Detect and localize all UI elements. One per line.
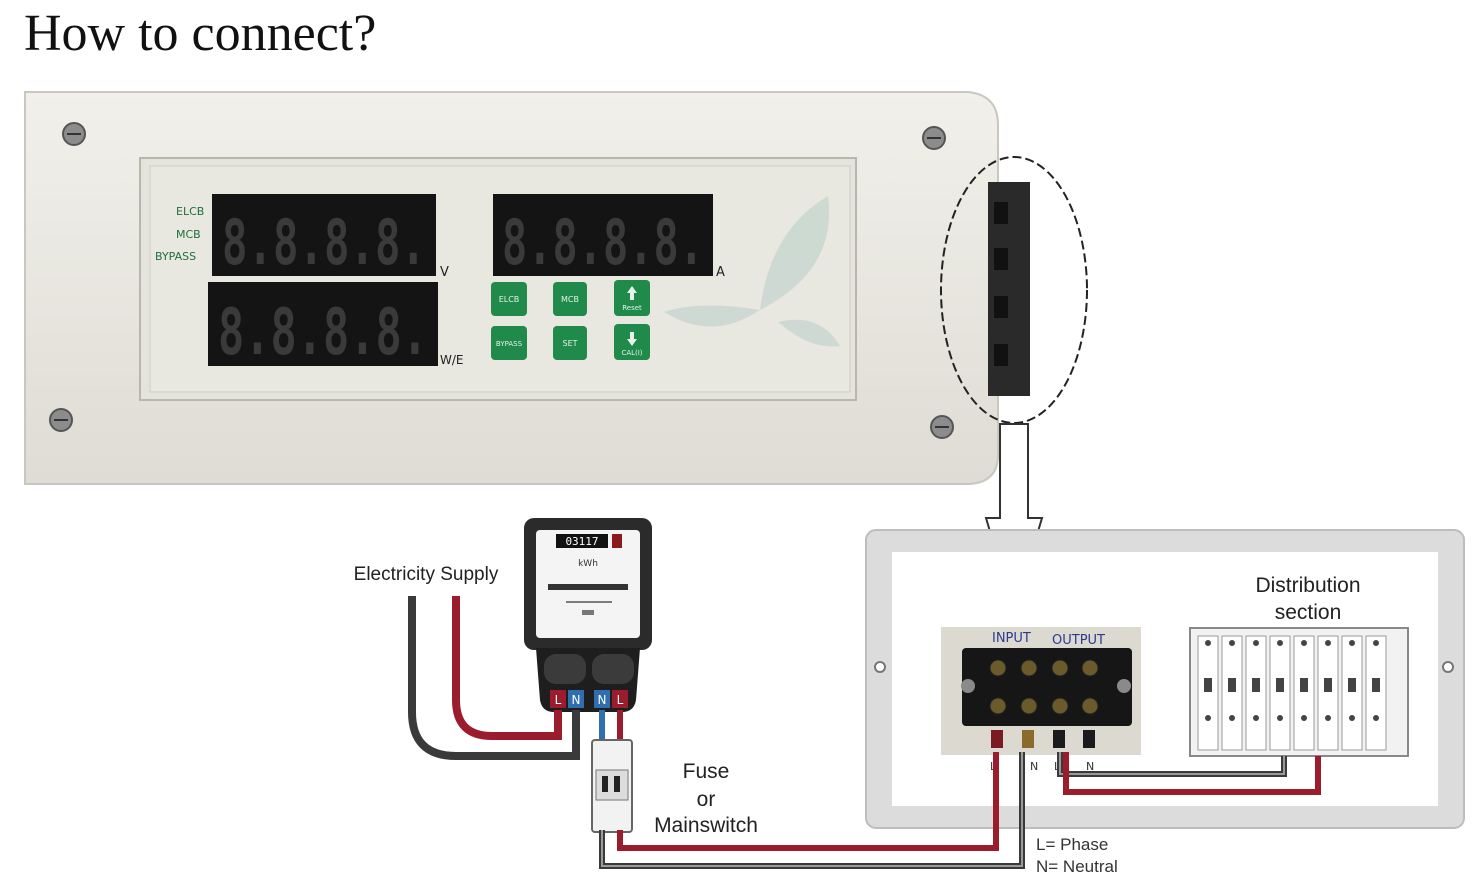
svg-text:Reset: Reset (622, 304, 642, 312)
arrow-up-icon (627, 286, 637, 300)
arrow-down-icon (627, 332, 637, 346)
meter-unit: kWh (578, 559, 598, 569)
mcb-button[interactable]: MCB (553, 282, 587, 316)
svg-text:MCB: MCB (561, 295, 579, 304)
indicator-elcb: ELCB (176, 205, 204, 218)
distribution-label-line1: Distribution (1255, 574, 1360, 597)
stabilizer-terminal-block: INPUT OUTPUT (941, 627, 1141, 755)
meter-reading: 03117 (565, 535, 598, 548)
cal-button[interactable]: CAL(I) (614, 324, 650, 360)
terminal-output-label: OUTPUT (1052, 633, 1105, 648)
indicator-bypass: BYPASS (155, 250, 196, 263)
supply-phase-wire (452, 596, 562, 740)
supply-neutral-wire (408, 596, 580, 760)
leaf-logo-icon (664, 196, 840, 347)
terminal-input-label: INPUT (992, 631, 1031, 646)
svg-text:SET: SET (562, 339, 577, 348)
legend-neutral: N= Neutral (1036, 857, 1118, 876)
breaker-rail (1189, 627, 1409, 757)
terminal-n-out: N (1086, 760, 1094, 773)
terminal-n-in: N (1030, 760, 1038, 773)
controller-panel: ELCB MCB BYPASS 8.8.8.8. V 8.8.8.8. A 8.… (24, 91, 999, 485)
screw-icon (49, 408, 73, 432)
bypass-button[interactable]: BYPASS (491, 326, 527, 360)
set-button[interactable]: SET (553, 326, 587, 360)
svg-text:BYPASS: BYPASS (496, 340, 523, 348)
page-title: How to connect? (24, 5, 377, 62)
meter-terminal-n-in: N (572, 693, 581, 707)
elcb-button[interactable]: ELCB (491, 282, 527, 316)
power-digits: 8.8.8.8. (218, 296, 428, 370)
energy-meter: 03117 kWh L N N L (524, 518, 652, 712)
svg-text:CAL(I): CAL(I) (621, 349, 642, 357)
fuse-label-line1: Fuse (683, 760, 730, 783)
electricity-supply-label: Electricity Supply (354, 564, 499, 585)
fuse-mainswitch (591, 739, 633, 833)
screw-icon (922, 126, 946, 150)
meter-terminal-l-in: L (555, 693, 562, 707)
highlight-ellipse (940, 156, 1088, 424)
current-digits: 8.8.8.8. (502, 206, 704, 279)
meter-terminal-l-out: L (617, 693, 624, 707)
power-display (208, 282, 438, 366)
controller-terminal-block (988, 182, 1030, 396)
svg-text:ELCB: ELCB (499, 295, 520, 304)
current-unit: A (716, 265, 725, 280)
legend-phase: L= Phase (1036, 835, 1108, 854)
voltage-display (212, 194, 436, 276)
current-display (493, 194, 713, 276)
meter-terminal-n-out: N (598, 693, 607, 707)
voltage-digits: 8.8.8.8. (222, 206, 426, 279)
screw-icon (62, 122, 86, 146)
fuse-label-line3: Mainswitch (654, 814, 758, 837)
fuse-label-line2: or (697, 788, 716, 811)
fuse-to-input-phase (617, 752, 999, 851)
indicator-mcb: MCB (176, 228, 201, 241)
voltage-unit: V (440, 265, 449, 280)
screw-icon (930, 415, 954, 439)
reset-button[interactable]: Reset (614, 280, 650, 316)
output-phase-wire (1063, 752, 1321, 795)
distribution-label-line2: section (1275, 601, 1342, 624)
power-unit: W/E (440, 353, 464, 367)
